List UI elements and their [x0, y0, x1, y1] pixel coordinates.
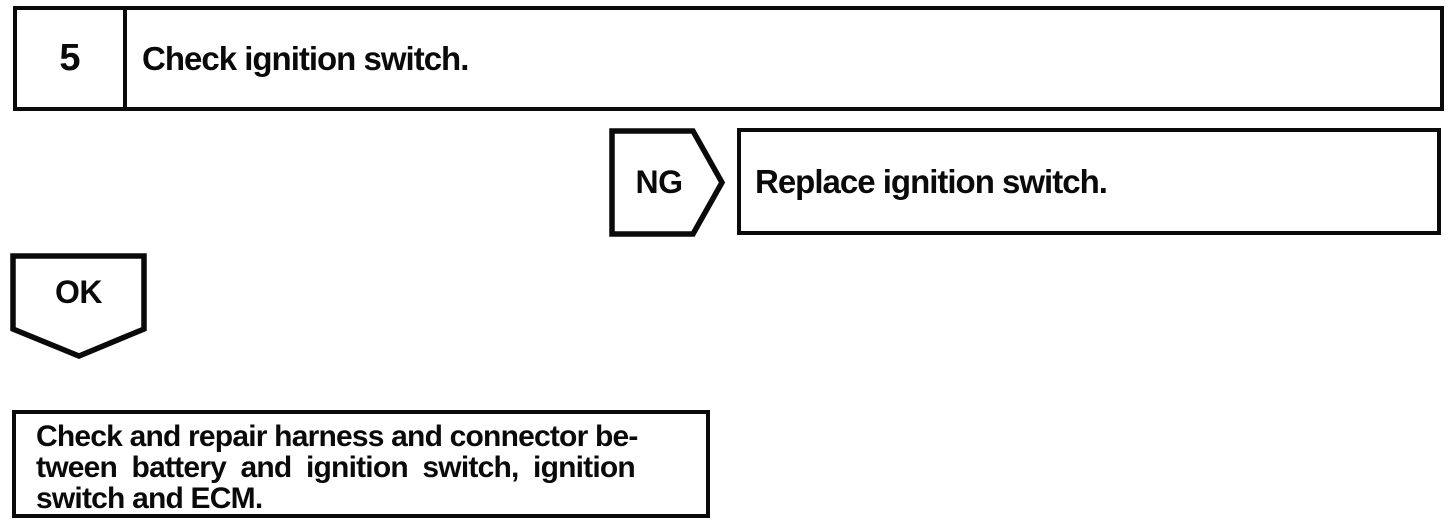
ok-label: OK	[55, 273, 103, 310]
step-number: 5	[17, 10, 127, 107]
ok-connector: OK	[10, 253, 147, 359]
ok-pentagon-down-icon	[10, 253, 147, 359]
ok-action-line: switch and ECM.	[36, 482, 263, 515]
ng-label: NG	[635, 164, 684, 200]
ng-connector: NG	[609, 128, 725, 237]
ng-pentagon-right-icon	[609, 128, 725, 237]
ng-action-box: Replace ignition switch.	[737, 128, 1441, 235]
ng-action-text: Replace ignition switch.	[755, 162, 1108, 200]
ok-action-box: Check and repair harness and connector b…	[12, 410, 710, 518]
ok-action-line: Check and repair harness and connector b…	[36, 420, 638, 453]
step-box: 5 Check ignition switch.	[13, 6, 1444, 111]
step-instruction: Check ignition switch.	[142, 39, 469, 77]
ok-action-line: tween battery and ignition switch, ignit…	[36, 451, 636, 484]
